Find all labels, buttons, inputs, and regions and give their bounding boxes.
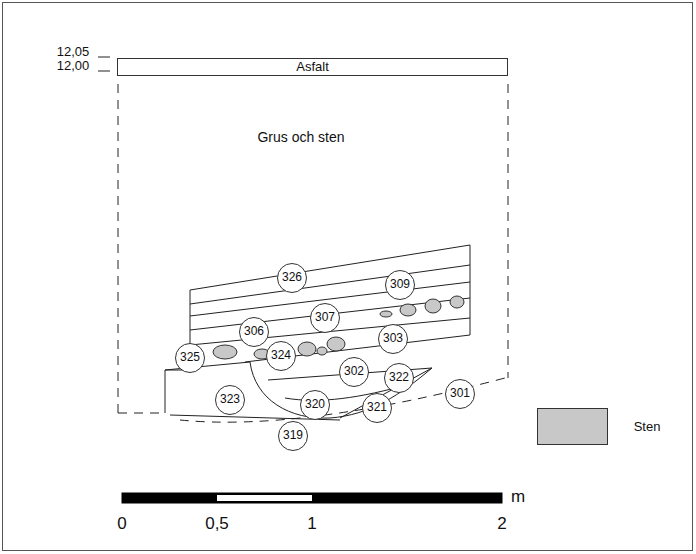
layer-lines: [165, 245, 470, 420]
callout-number: 325: [175, 343, 205, 373]
label: m: [511, 487, 525, 507]
asphalt-band: Asfalt: [117, 58, 508, 76]
label: 0,5: [205, 514, 229, 534]
legend-swatch: [537, 408, 608, 445]
callout-number: 302: [339, 357, 369, 387]
callout-number: 324: [266, 341, 296, 371]
scale-bar: [122, 493, 502, 503]
callout-number: 307: [310, 303, 340, 333]
callout-number: 319: [278, 421, 308, 451]
layer-name: Asfalt: [296, 59, 329, 75]
label: 0: [117, 514, 126, 534]
callout-number: 326: [277, 263, 307, 293]
callout-number: 321: [362, 393, 392, 423]
legend-text: Sten: [634, 420, 661, 435]
label: 1: [307, 514, 316, 534]
label: 12,00: [57, 59, 90, 74]
stones: [213, 296, 464, 359]
callout-number: 306: [239, 317, 269, 347]
label: 12,05: [57, 45, 90, 60]
callout-number: 320: [300, 390, 330, 420]
excavation-outline: [118, 84, 508, 422]
level-tick: [98, 71, 110, 72]
callout-number: 303: [378, 324, 408, 354]
callout-number: 309: [385, 270, 415, 300]
callout-number: 323: [215, 385, 245, 415]
callout-number: 301: [445, 379, 475, 409]
callout-number: 322: [384, 363, 414, 393]
label: 2: [497, 514, 506, 534]
frame: [3, 3, 693, 551]
label: Grus och sten: [257, 129, 344, 145]
level-tick: [98, 57, 110, 58]
